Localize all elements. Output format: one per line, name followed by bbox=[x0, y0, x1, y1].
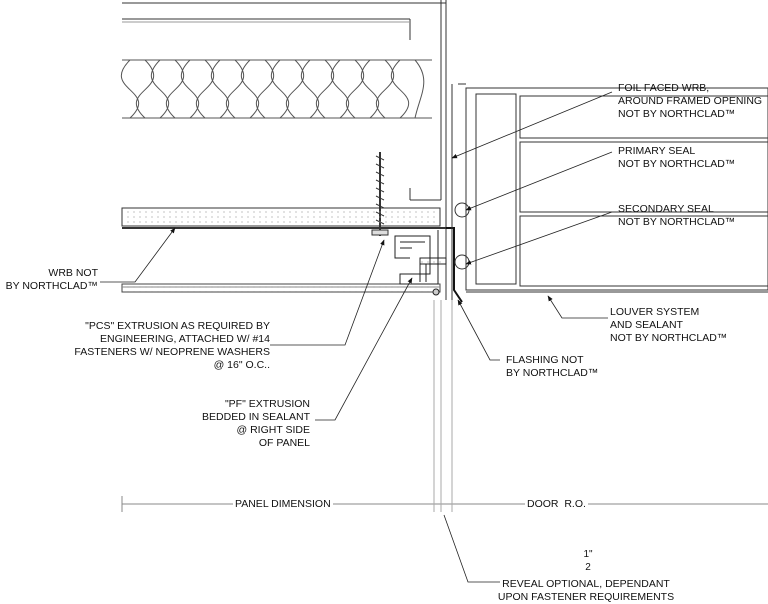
sheathing bbox=[121, 207, 441, 227]
pcs-extrusion bbox=[394, 230, 447, 296]
dimension-panel: PANEL DIMENSION bbox=[233, 498, 333, 511]
dimension-door: DOOR R.O. bbox=[525, 498, 588, 511]
panel bbox=[121, 283, 441, 293]
dimension-line bbox=[121, 300, 768, 512]
flashing bbox=[446, 227, 463, 303]
secondary-seal bbox=[454, 254, 470, 270]
insulation-batt bbox=[121, 59, 432, 119]
leader-lines bbox=[100, 91, 613, 583]
reveal-fraction: 1"2 bbox=[583, 549, 593, 573]
louver-frame bbox=[451, 83, 768, 300]
